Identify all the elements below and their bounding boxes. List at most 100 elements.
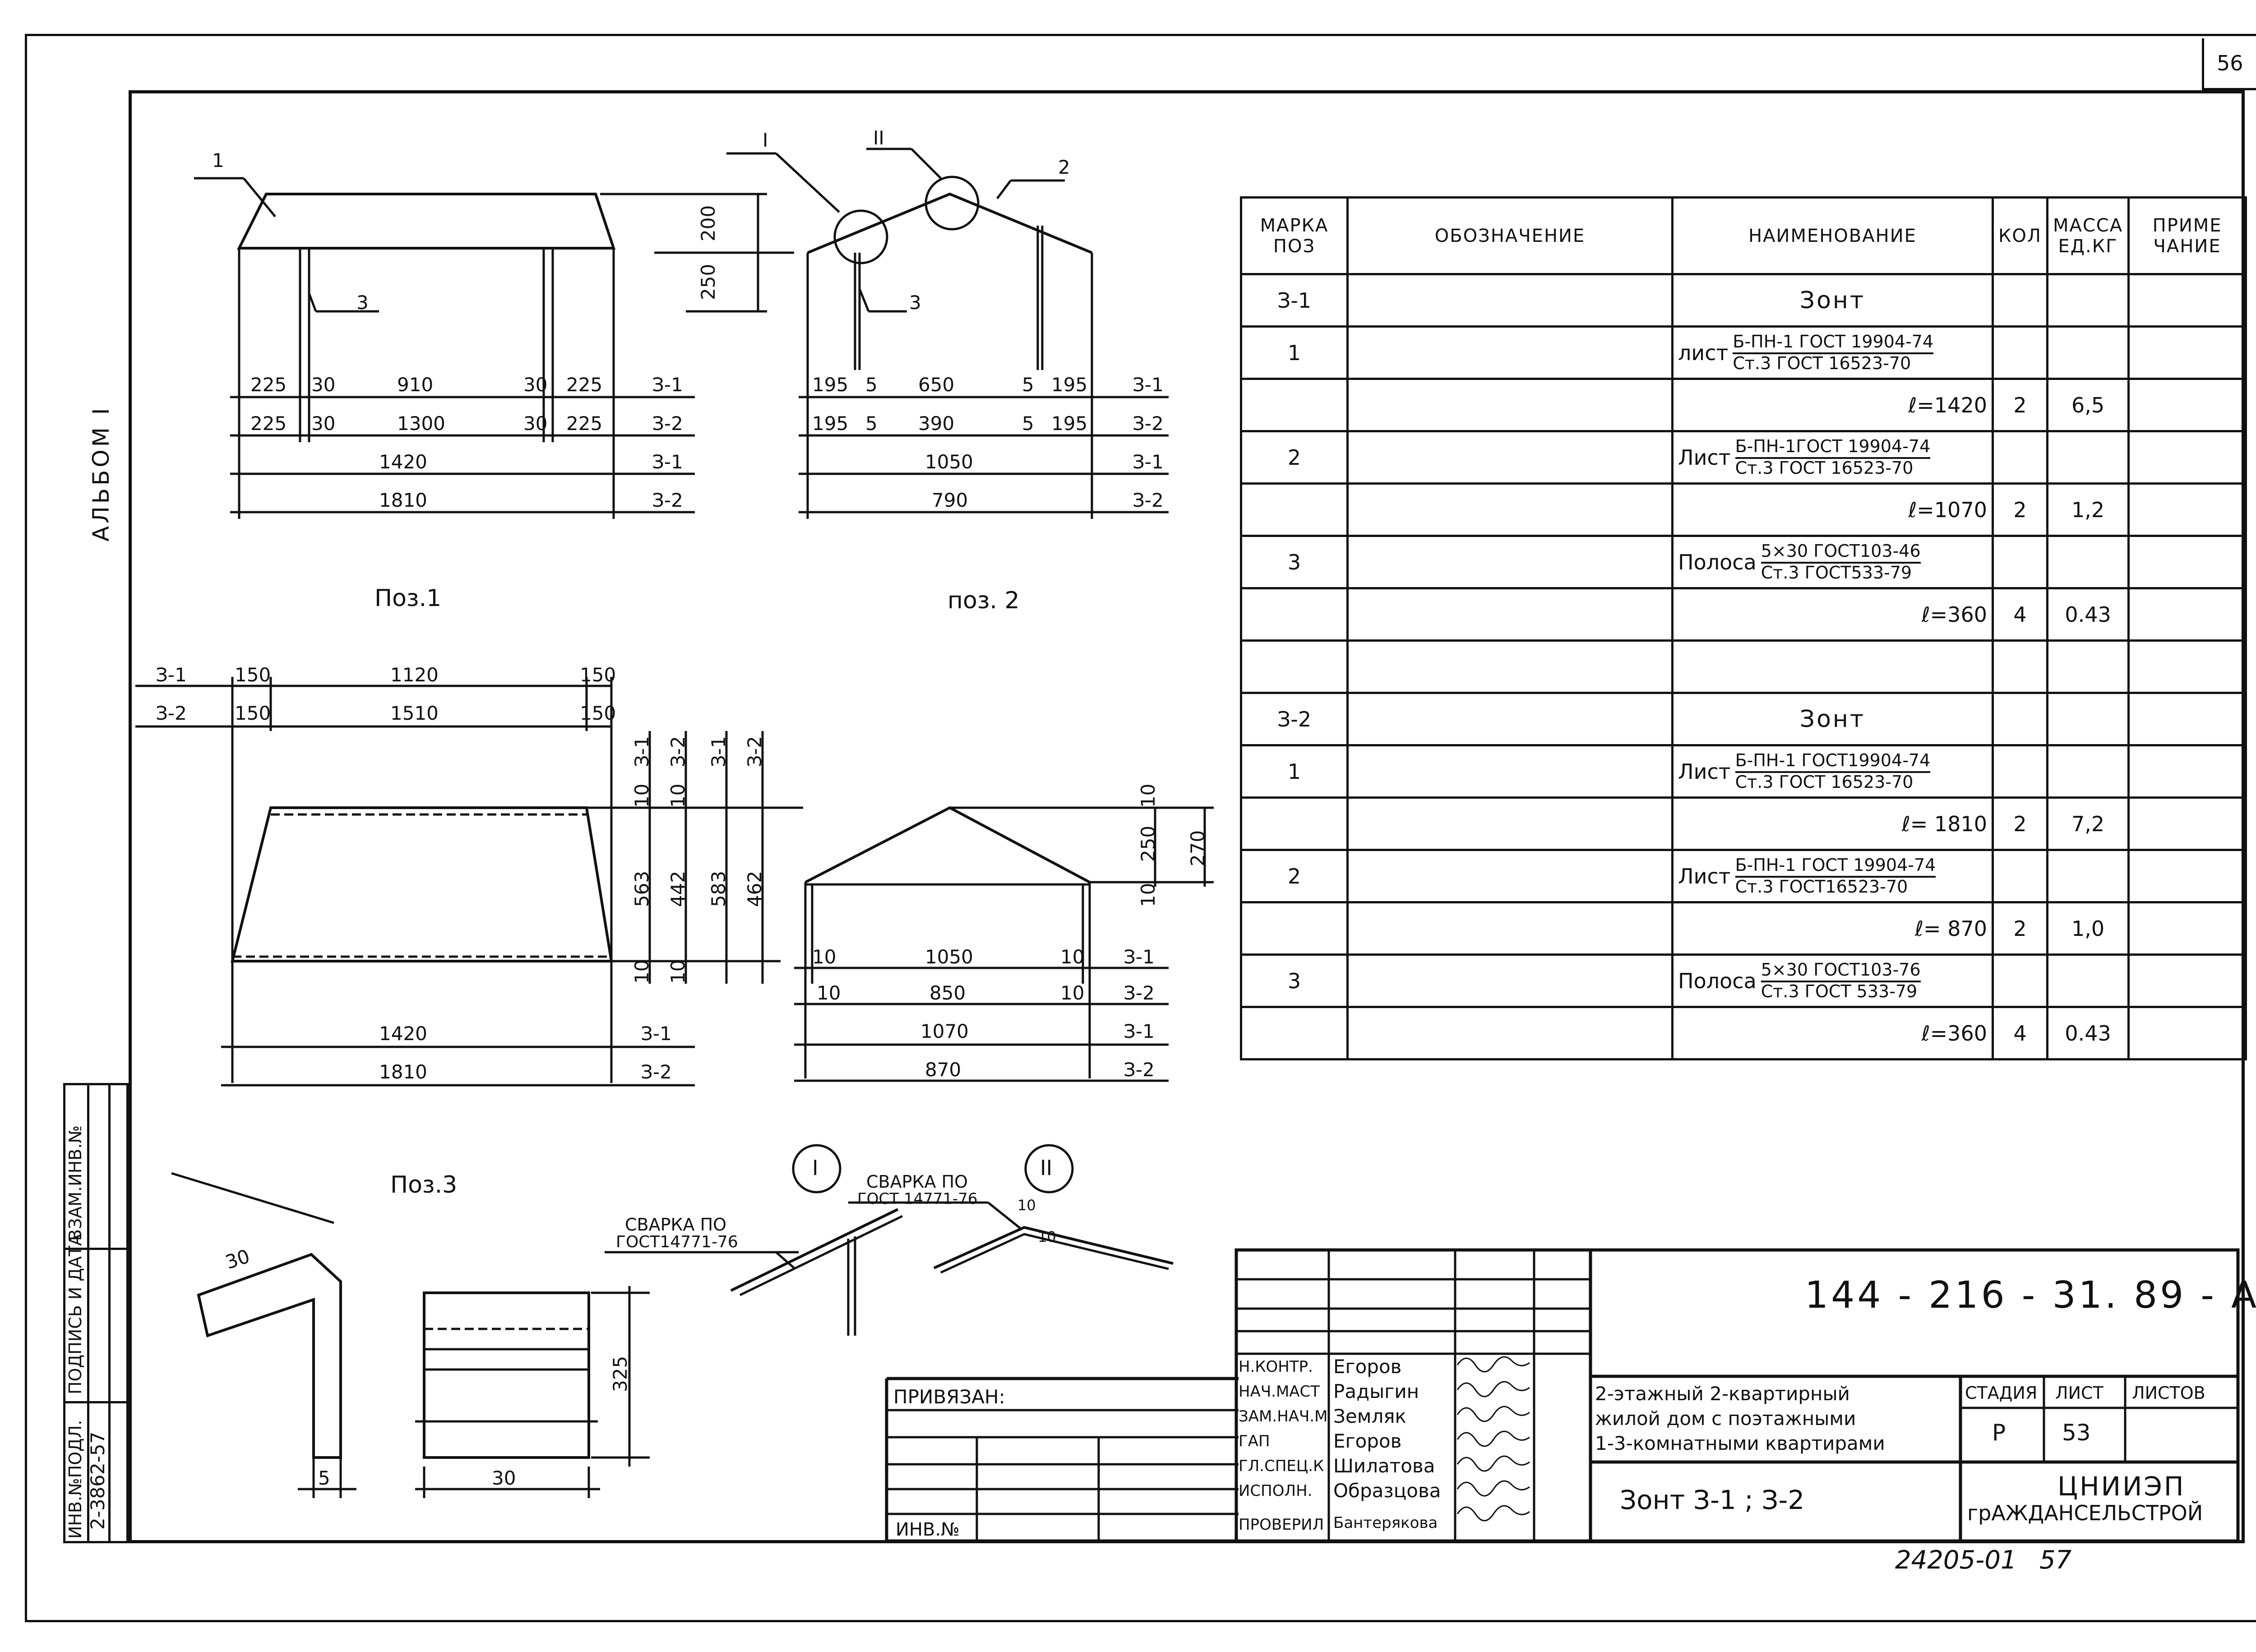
plan-vdim: 10 xyxy=(667,783,689,808)
detail-I-weld-2: ГОСТ14771-76 xyxy=(616,1233,738,1251)
detail-II-callout: II xyxy=(1040,1156,1053,1180)
pos2-leader-2: 2 xyxy=(1058,156,1070,178)
pos3-dim-325: 325 xyxy=(609,1356,631,1392)
pos2-dim: 5 xyxy=(865,412,878,435)
org-line-1: ЦНИИЭП xyxy=(2057,1471,2186,1502)
plan-vdim: 583 xyxy=(707,870,730,907)
mark-label: З-2 xyxy=(1123,982,1155,1004)
spec-item-length: ℓ=360 xyxy=(1671,1006,1994,1060)
spec-group-title: Зонт xyxy=(1671,692,1994,746)
mark-label: З-1 xyxy=(156,664,187,686)
sheets-label: ЛИСТОВ xyxy=(2132,1383,2205,1403)
signatures xyxy=(1456,1356,1530,1522)
mark-label: З-1 xyxy=(641,1023,672,1045)
mark-label: З-2 xyxy=(156,702,187,724)
pos1-elevation xyxy=(194,177,695,519)
spec-header-qty: КОЛ xyxy=(1992,196,2048,275)
spec-item-type: Полоса xyxy=(1678,968,1757,993)
spec-length-row: ℓ= 870 2 1,0 xyxy=(1240,901,2247,956)
mark-label: З-1 xyxy=(652,451,683,473)
project-line-3: 1-3-комнатными квартирами xyxy=(1595,1432,1885,1454)
pos1-dim: 1300 xyxy=(397,412,445,435)
mark-label: З-2 xyxy=(652,412,683,435)
end-total: 1070 xyxy=(920,1020,969,1042)
role-label: ГЛ.СПЕЦ.К xyxy=(1239,1457,1324,1475)
pos1-dim: 225 xyxy=(566,374,603,396)
spec-item-mass: 0.43 xyxy=(2046,1006,2130,1060)
pos3-strip xyxy=(171,1172,650,1498)
inv-number-label: ИНВ.№ xyxy=(896,1519,960,1540)
spec-item-length: ℓ=1070 xyxy=(1671,482,1994,537)
pos2-total: 790 xyxy=(932,489,968,511)
spec-header-name: НАИМЕНОВАНИЕ xyxy=(1671,196,1994,275)
spec-group-title: Зонт xyxy=(1671,273,1994,328)
spec-item-pos: 1 xyxy=(1240,744,1349,799)
role-name: Егоров xyxy=(1333,1430,1402,1452)
mark-label: З-2 xyxy=(652,489,683,511)
spec-header-designation: ОБОЗНАЧЕНИЕ xyxy=(1346,196,1674,275)
detail-II-weld-1: СВАРКА ПО xyxy=(866,1172,968,1192)
role-name: Бантерякова xyxy=(1333,1514,1438,1532)
pos1-total: 1810 xyxy=(379,489,427,511)
pos2-dim: 195 xyxy=(812,412,849,435)
pos1-dim: 30 xyxy=(523,412,548,435)
callout-I-label: I xyxy=(763,129,768,151)
spec-group-row: З-1 Зонт xyxy=(1240,273,2247,328)
page-number-box: 56 xyxy=(2202,38,2256,90)
end-vdim: 10 xyxy=(1137,883,1159,907)
spec-item-mass: 0.43 xyxy=(2046,587,2130,642)
project-line-1: 2-этажный 2-квартирный xyxy=(1595,1383,1850,1405)
pos2-dim: 5 xyxy=(1022,412,1034,435)
pos1-leader-1: 1 xyxy=(212,149,224,171)
pos1-dim: 30 xyxy=(523,374,548,396)
spec-length-row: ℓ=1420 2 6,5 xyxy=(1240,378,2247,432)
spec-length-row: ℓ=360 4 0.43 xyxy=(1240,1006,2247,1060)
role-label: ПРОВЕРИЛ xyxy=(1239,1516,1324,1534)
pos1-caption: Поз.1 xyxy=(374,585,442,612)
plan-vdim: 462 xyxy=(744,870,766,907)
spec-item-top: Б-ПН-1 ГОСТ 19904-74 xyxy=(1735,856,1936,878)
pos2-dim: 195 xyxy=(812,374,849,396)
plan-top-dim: 1120 xyxy=(390,664,439,686)
mark-label: З-1 xyxy=(1123,1020,1155,1042)
specification-table: МАРКА ПОЗ ОБОЗНАЧЕНИЕ НАИМЕНОВАНИЕ КОЛ М… xyxy=(1240,196,2247,1060)
sheet-border xyxy=(25,34,2256,1622)
plan-mark-vert: З-2 xyxy=(744,736,766,767)
privyazan-label: ПРИВЯЗАН: xyxy=(893,1386,1005,1408)
spec-item-pos: 2 xyxy=(1240,430,1349,485)
sheet-label: ЛИСТ xyxy=(2055,1383,2103,1403)
pos2-height-200: 200 xyxy=(697,205,719,241)
spec-item-top: Б-ПН-1 ГОСТ19904-74 xyxy=(1735,751,1931,773)
plan-mark-vert: З-1 xyxy=(707,736,730,767)
pos2-height-250: 250 xyxy=(697,264,719,300)
spec-item-bottom: Ст.3 ГОСТ 16523-70 xyxy=(1735,458,1914,478)
spec-item-pos: 3 xyxy=(1240,953,1349,1008)
pos1-total: 1420 xyxy=(379,451,427,473)
sheet-title: Зонт З-1 ; З-2 xyxy=(1620,1485,1805,1515)
role-label: Н.КОНТР. xyxy=(1239,1358,1313,1376)
plan-bottom-dim: 1810 xyxy=(379,1061,427,1083)
plan-top-dim: 150 xyxy=(580,702,616,724)
pos1-dim: 30 xyxy=(311,374,336,396)
pos1-leader-3: 3 xyxy=(356,292,369,314)
plan-top-dim: 150 xyxy=(580,664,616,686)
title-block-lines xyxy=(885,1248,2240,1543)
end-dim: 10 xyxy=(812,946,837,968)
plan-vdim: 10 xyxy=(667,959,689,984)
role-name: Шилатова xyxy=(1333,1455,1435,1477)
pos1-dim: 225 xyxy=(250,374,287,396)
stage-value: Р xyxy=(1992,1420,2006,1446)
role-label: ГАП xyxy=(1239,1432,1270,1450)
spec-item-type: Лист xyxy=(1678,759,1731,784)
spec-item-type: Лист xyxy=(1678,445,1731,470)
pos1-dim: 225 xyxy=(566,412,603,435)
detail-II-dim-b: 10 xyxy=(1038,1228,1056,1245)
mark-label: З-1 xyxy=(1123,946,1155,968)
pos2-caption: поз. 2 xyxy=(948,587,1020,614)
spec-empty-row xyxy=(1240,639,2247,694)
spec-item-type: лист xyxy=(1678,340,1729,365)
